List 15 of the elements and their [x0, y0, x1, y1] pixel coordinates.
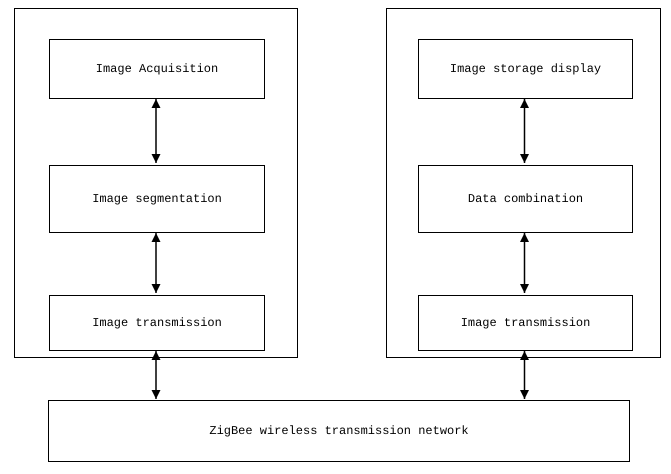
- group-box: [14, 8, 298, 358]
- process-box: Image segmentation: [49, 165, 265, 233]
- process-box: Image transmission: [418, 295, 633, 351]
- double-arrow: [520, 351, 529, 399]
- process-box: Image Acquisition: [49, 39, 265, 99]
- double-arrow: [520, 233, 529, 293]
- double-arrow: [520, 99, 529, 163]
- double-arrow: [152, 99, 160, 163]
- process-box: ZigBee wireless transmission network: [48, 400, 630, 462]
- process-box: Image transmission: [49, 295, 265, 351]
- group-box: [386, 8, 661, 358]
- process-box: Data combination: [418, 165, 633, 233]
- double-arrow: [152, 233, 160, 293]
- double-arrow: [152, 351, 160, 399]
- process-box: Image storage display: [418, 39, 633, 99]
